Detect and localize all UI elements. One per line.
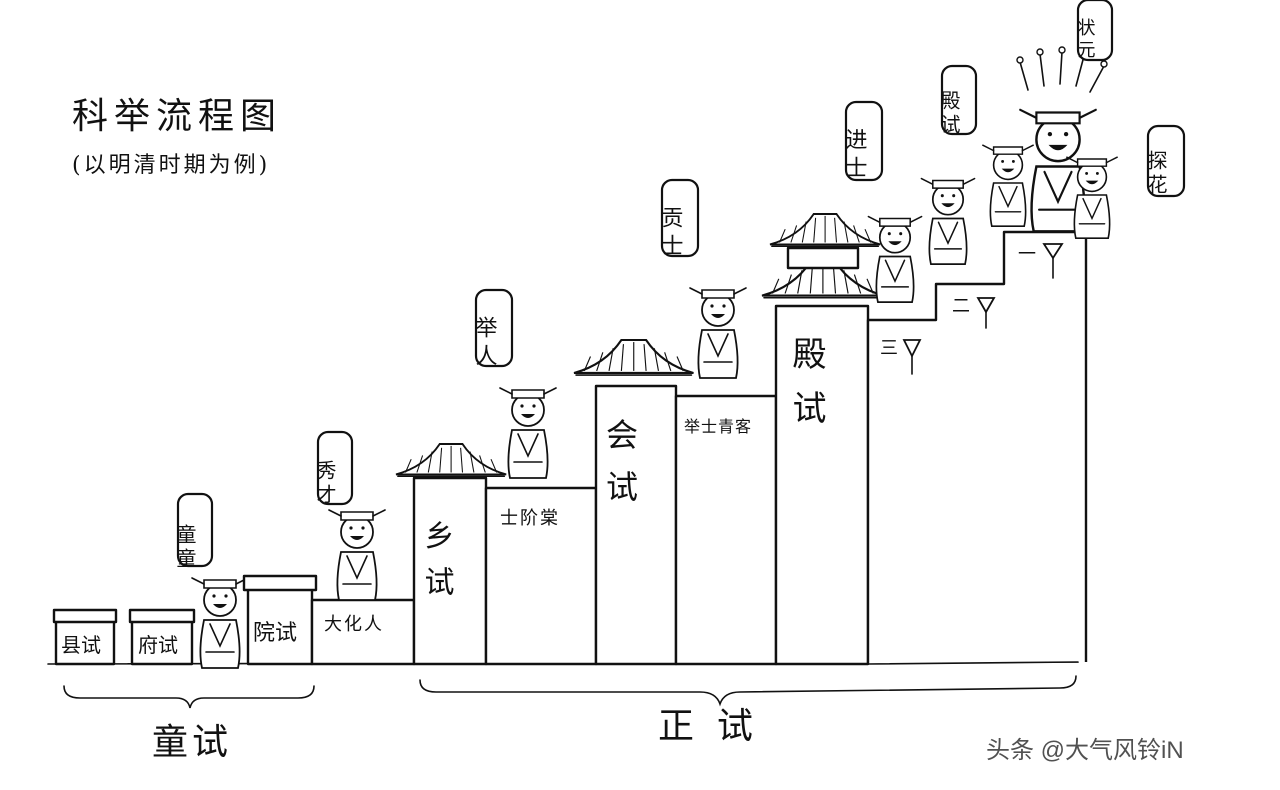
brace-zhengshi xyxy=(420,676,1076,704)
watermark: 头条 @大气风铃iN xyxy=(986,737,1184,764)
step-jushiqing: 举士青客 xyxy=(676,396,776,664)
bubble-text-dianshi: 殿试 xyxy=(937,90,961,138)
exam-box-xianshi: 县试 xyxy=(54,610,116,664)
jinshi-figure-2 xyxy=(921,179,974,265)
juren-figure xyxy=(500,388,556,478)
exam-label-yuanshi: 院试 xyxy=(253,621,297,646)
rank-first-label: 一 xyxy=(1018,244,1036,265)
exam-label-xianshi: 县试 xyxy=(61,633,101,657)
page-title: 科举流程图 xyxy=(72,96,282,137)
bubble-text-jinshi: 进士 xyxy=(842,128,868,184)
exam-box-fushi: 府试 xyxy=(130,610,194,664)
bubble-text-tongtong: 童童 xyxy=(173,524,197,572)
group-label-tongshi: 童试 xyxy=(152,722,232,763)
exam-label-dianshi: 殿试 xyxy=(786,336,826,444)
bubble-text-xiucai: 秀才 xyxy=(313,460,337,508)
exam-pillar-dianshi: 殿试 xyxy=(762,214,884,664)
bubble-juren: 举人 xyxy=(472,290,513,372)
step-label-jushiqing: 举士青客 xyxy=(684,417,752,436)
bubble-tongtong: 童童 xyxy=(173,494,212,572)
xiucai-figure xyxy=(329,510,385,600)
step-shifangliu: 士阶棠 xyxy=(486,488,596,664)
bubble-text-tanhua: 探花 xyxy=(1144,150,1168,198)
bubble-jinshi: 进士 xyxy=(842,102,883,184)
gongshi-figure xyxy=(690,288,746,378)
exam-label-xiangshi: 乡试 xyxy=(419,520,454,612)
bubble-xiucai: 秀才 xyxy=(313,432,352,508)
bubble-dianshi: 殿试 xyxy=(937,66,976,138)
group-label-zhengshi: 正 试 xyxy=(658,706,753,747)
exam-box-yuanshi: 院试 xyxy=(244,576,316,664)
rank-second-label: 二 xyxy=(952,296,970,317)
bangyan-figure xyxy=(983,145,1033,226)
bubble-text-gongshi: 贡士 xyxy=(658,206,683,262)
bubble-text-juren: 举人 xyxy=(472,316,498,372)
page-subtitle: (以明清时期为例) xyxy=(72,153,270,178)
step-dahuaren: 大化人 xyxy=(312,600,414,664)
child-tongtong-figure xyxy=(192,578,248,668)
step-label-dahuaren: 大化人 xyxy=(324,614,384,635)
jinshi-figure-1 xyxy=(868,217,921,303)
bubble-zhuangyuan: 状元 xyxy=(1075,0,1113,62)
exam-label-huishi: 会试 xyxy=(601,418,639,522)
bubble-gongshi: 贡士 xyxy=(658,180,699,262)
bubble-text-zhuangyuan: 状元 xyxy=(1075,18,1096,62)
rank-third-label: 三 xyxy=(880,338,898,359)
brace-tongshi xyxy=(64,686,314,708)
exam-label-fushi: 府试 xyxy=(138,633,178,657)
bubble-tanhua: 探花 xyxy=(1144,126,1184,198)
step-label-shifangliu: 士阶棠 xyxy=(500,508,560,529)
